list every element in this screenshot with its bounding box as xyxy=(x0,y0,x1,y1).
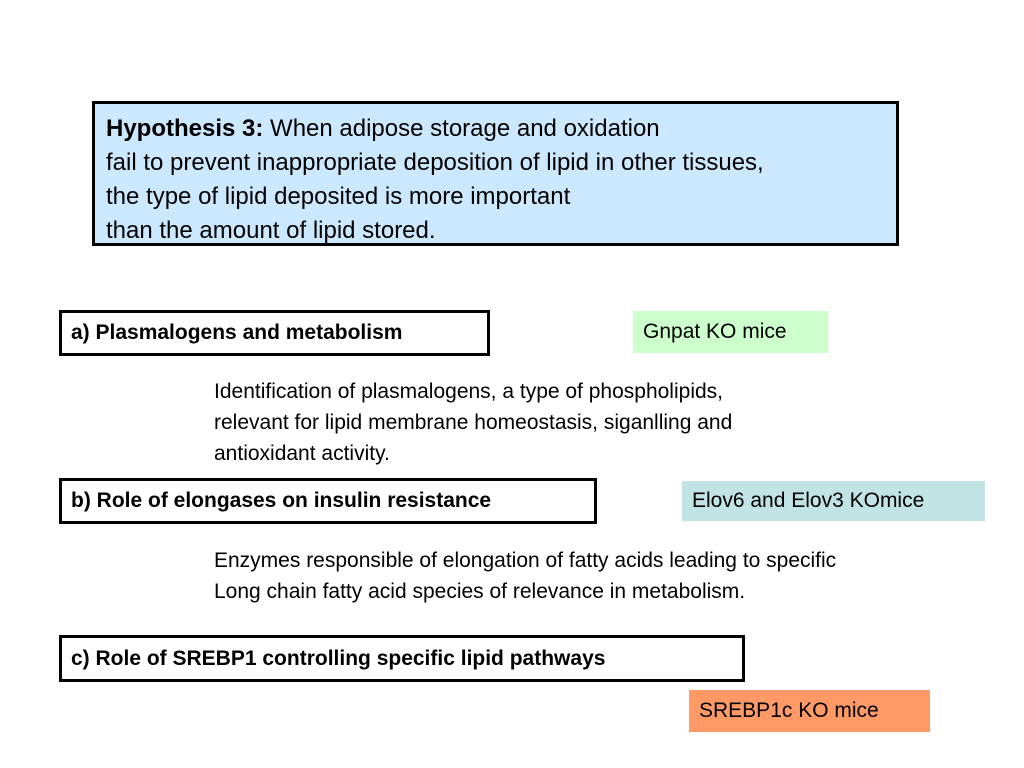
section-a-description-line-3: antioxidant activity. xyxy=(214,442,390,465)
section-b-description-line-1: Enzymes responsible of elongation of fat… xyxy=(214,549,837,572)
section-b-description: Enzymes responsible of elongation of fat… xyxy=(214,545,836,607)
hypothesis-line-1-text: When adipose storage and oxidation xyxy=(263,115,660,142)
section-b-description-line-2: Long chain fatty acid species of relevan… xyxy=(214,580,746,603)
section-a-model-tag: Gnpat KO mice xyxy=(633,311,828,353)
section-a-title: a) Plasmalogens and metabolism xyxy=(59,310,490,356)
section-a-description-line-2: relevant for lipid membrane homeostasis,… xyxy=(214,411,733,434)
section-c-title: c) Role of SREBP1 controlling specific l… xyxy=(59,635,745,682)
hypothesis-line-1: Hypothesis 3: When adipose storage and o… xyxy=(106,112,886,146)
hypothesis-line-4: than the amount of lipid stored. xyxy=(106,217,436,244)
hypothesis-box: Hypothesis 3: When adipose storage and o… xyxy=(92,101,899,246)
hypothesis-line-3: the type of lipid deposited is more impo… xyxy=(106,183,571,210)
section-a-description: Identification of plasmalogens, a type o… xyxy=(214,376,732,469)
section-b-model-tag: Elov6 and Elov3 KOmice xyxy=(682,481,985,521)
hypothesis-label: Hypothesis 3: xyxy=(106,115,264,142)
section-c-model-tag: SREBP1c KO mice xyxy=(689,690,930,732)
section-a-description-line-1: Identification of plasmalogens, a type o… xyxy=(214,380,723,403)
hypothesis-line-2: fail to prevent inappropriate deposition… xyxy=(106,149,764,176)
section-b-title: b) Role of elongases on insulin resistan… xyxy=(59,478,597,524)
